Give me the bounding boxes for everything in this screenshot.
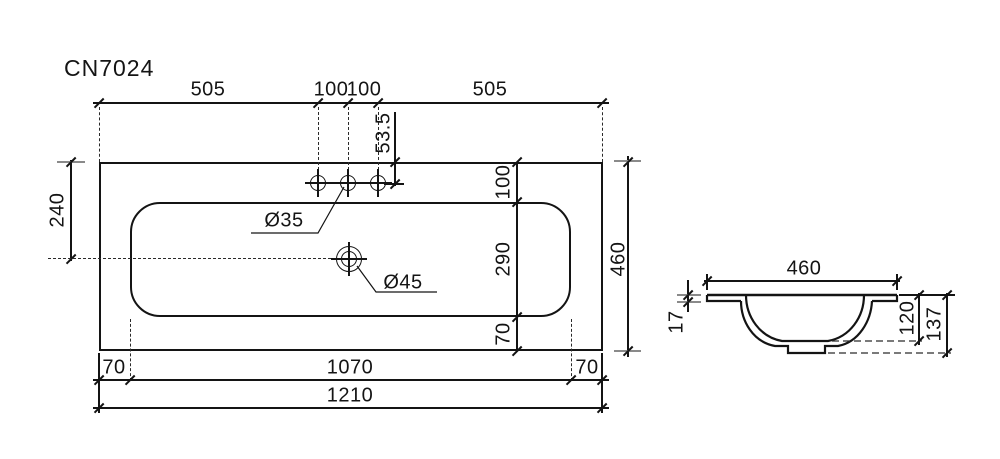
- dim-label-rim-thickness: 17: [665, 310, 688, 334]
- faucet-hole: [310, 175, 326, 191]
- drain-hole-inner: [341, 251, 357, 267]
- centerline-dashed: [48, 258, 336, 260]
- dim-line-bowl-depth: [918, 293, 920, 345]
- extension-line-dashed: [99, 107, 100, 162]
- label-drain-diameter: Ø45: [383, 271, 423, 294]
- extension-line-dashed: [571, 319, 572, 381]
- drawing-title: CN7024: [64, 55, 155, 81]
- extension-line: [601, 353, 603, 413]
- dim-line-total-height: [946, 293, 948, 357]
- side-rim-bottom: [705, 295, 899, 303]
- drain-hole-outer: [336, 246, 362, 272]
- extension-line: [899, 294, 955, 296]
- dim-label-total-height: 137: [923, 306, 946, 342]
- dim-line-depth-chain: [516, 162, 518, 351]
- dim-line-left-offset: [70, 160, 72, 261]
- dim-label-bowl-depth: 120: [896, 300, 919, 336]
- dim-line-side-width: [704, 280, 900, 282]
- basin-outline: [130, 202, 571, 317]
- vanity-top-outline: [99, 162, 603, 351]
- label-faucet-diameter: Ø35: [264, 209, 304, 232]
- dim-label-100-right: 100: [346, 78, 382, 101]
- dim-label-100-left: 100: [313, 78, 349, 101]
- extension-line-dashed: [130, 319, 131, 381]
- dim-label-front-rim: 70: [492, 322, 515, 346]
- extension-line-dashed: [378, 107, 379, 170]
- dim-label-edge-right: 70: [575, 356, 599, 379]
- side-bowl-inner: [744, 294, 866, 343]
- dim-label-basin-depth: 290: [492, 241, 515, 277]
- dim-label-left-offset: 240: [46, 192, 69, 228]
- dim-line-hole-setback: [394, 112, 396, 186]
- dim-line-total-depth: [627, 156, 629, 357]
- dim-label-edge-left: 70: [102, 356, 126, 379]
- extension-line-dashed: [348, 107, 349, 170]
- dim-line-top: [93, 102, 609, 104]
- dim-label-505-left: 505: [190, 78, 226, 101]
- faucet-hole: [370, 175, 386, 191]
- dim-line-bottom-chain: [93, 379, 609, 381]
- dim-label-505-right: 505: [472, 78, 508, 101]
- dim-label-hole-setback: 53.5: [372, 112, 395, 154]
- dim-label-total-depth: 460: [607, 241, 630, 277]
- dim-label-side-width: 460: [786, 257, 822, 280]
- extension-line: [98, 353, 100, 413]
- dim-label-total-width: 1210: [326, 384, 374, 407]
- faucet-hole: [340, 175, 356, 191]
- extension-line-dashed: [318, 107, 319, 170]
- dim-line-total-width: [93, 407, 609, 409]
- dim-label-back-rim: 100: [492, 164, 515, 200]
- side-bowl-outer: [739, 300, 874, 355]
- dim-label-basin-width: 1070: [326, 356, 374, 379]
- extension-line-dashed: [602, 107, 603, 162]
